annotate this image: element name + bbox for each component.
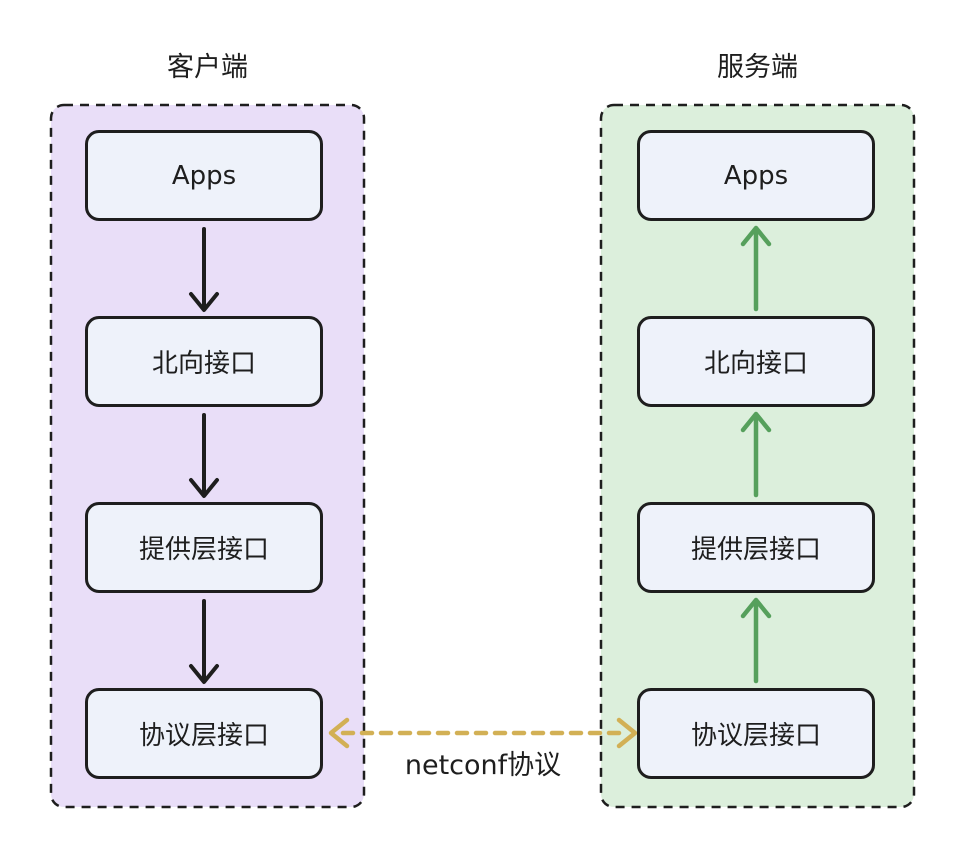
client-down-arrow-3 [189, 599, 219, 684]
netconf-link-arrow [328, 717, 638, 749]
client-box-protocol-layer-interface: 协议层接口 [85, 688, 323, 779]
netconf-link-label: netconf协议 [404, 750, 562, 781]
server-box-protocol-label: 协议层接口 [690, 721, 821, 751]
server-box-apps-label: Apps [723, 160, 789, 191]
server-box-protocol-layer-interface: 协议层接口 [637, 688, 875, 779]
server-box-northbound-interface: 北向接口 [637, 316, 875, 407]
client-box-apps-label: Apps [171, 160, 237, 191]
server-box-provider-layer-interface: 提供层接口 [637, 502, 875, 593]
client-box-provider-layer-interface: 提供层接口 [85, 502, 323, 593]
client-box-northbound-interface: 北向接口 [85, 316, 323, 407]
server-up-arrow-1 [740, 225, 772, 312]
server-box-northbound-label: 北向接口 [703, 349, 808, 379]
client-title: 客户端 [167, 52, 248, 83]
server-up-arrow-2 [740, 411, 772, 498]
server-up-arrow-3 [740, 597, 772, 684]
server-title: 服务端 [717, 52, 798, 83]
client-box-northbound-label: 北向接口 [151, 349, 256, 379]
client-box-protocol-label: 协议层接口 [138, 721, 269, 751]
client-container [49, 103, 366, 809]
client-box-provider-label: 提供层接口 [138, 535, 269, 565]
client-down-arrow-2 [189, 413, 219, 498]
client-box-apps: Apps [85, 130, 323, 221]
client-down-arrow-1 [189, 227, 219, 312]
server-box-provider-label: 提供层接口 [690, 535, 821, 565]
server-box-apps: Apps [637, 130, 875, 221]
